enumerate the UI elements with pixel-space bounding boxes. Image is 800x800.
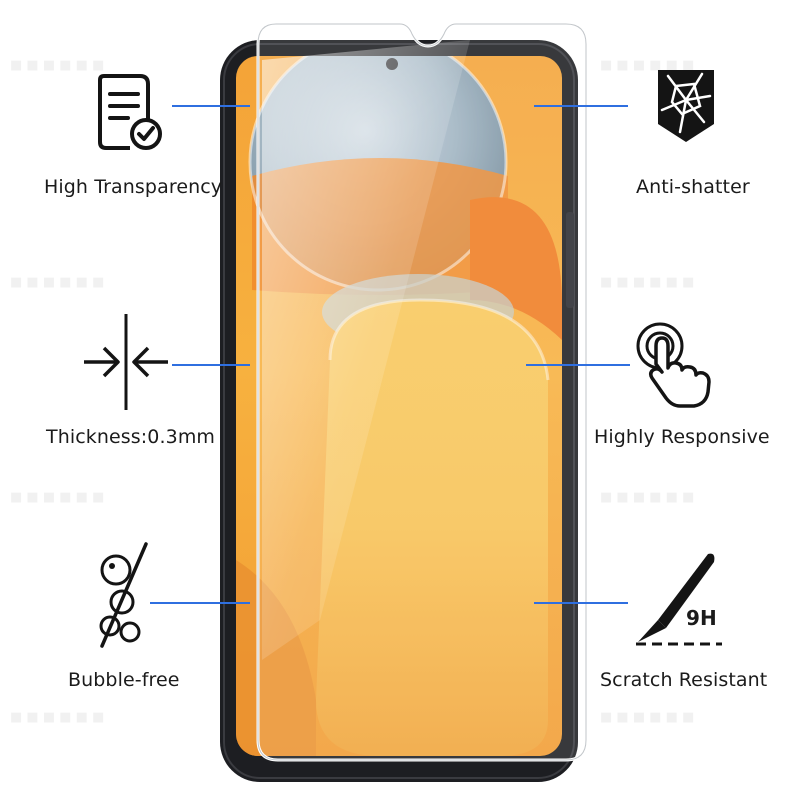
shattered-glass-icon xyxy=(658,70,714,142)
phone-side-button xyxy=(566,212,574,308)
watermark: ■ ■ ■ ■ ■ ■ xyxy=(10,710,105,725)
no-bubbles-icon xyxy=(99,542,148,648)
document-check-icon xyxy=(98,74,162,150)
watermark: ■ ■ ■ ■ ■ ■ xyxy=(10,275,105,290)
touch-hand-icon xyxy=(636,322,711,408)
feature-label-thickness: Thickness:0.3mm xyxy=(46,426,216,448)
feature-label-high-transparency: High Transparency xyxy=(44,176,223,198)
feature-label-bubble-free: Bubble-free xyxy=(68,669,180,691)
knife-scratch-icon xyxy=(636,553,722,646)
watermark: ■ ■ ■ ■ ■ ■ xyxy=(600,275,695,290)
watermark: ■ ■ ■ ■ ■ ■ xyxy=(600,710,695,725)
watermark: ■ ■ ■ ■ ■ ■ xyxy=(600,490,695,505)
compress-arrows-icon xyxy=(84,314,168,410)
feature-label-highly-responsive: Highly Responsive xyxy=(594,426,770,448)
hardness-badge: 9H xyxy=(686,606,717,630)
callout-line-bubble-free xyxy=(150,602,250,604)
callout-line-thickness xyxy=(172,364,250,366)
watermark: ■ ■ ■ ■ ■ ■ xyxy=(10,490,105,505)
feature-label-anti-shatter: Anti-shatter xyxy=(636,176,750,198)
callout-line-scratch-resistant xyxy=(534,602,628,604)
feature-label-scratch-resistant: Scratch Resistant xyxy=(600,669,768,691)
callout-line-highly-responsive xyxy=(526,364,630,366)
callout-line-high-transparency xyxy=(172,105,250,107)
watermark: ■ ■ ■ ■ ■ ■ xyxy=(600,58,695,73)
callout-line-anti-shatter xyxy=(534,105,628,107)
glass-reflection xyxy=(262,40,470,660)
watermark: ■ ■ ■ ■ ■ ■ xyxy=(10,58,105,73)
